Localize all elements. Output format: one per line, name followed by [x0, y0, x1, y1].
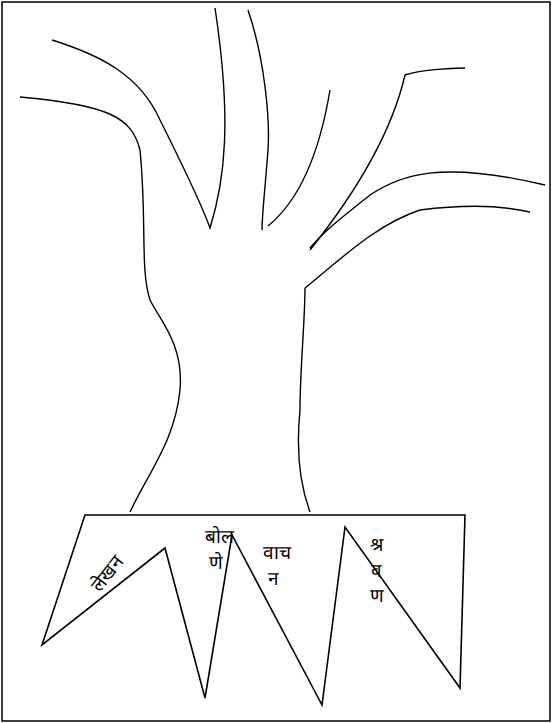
skill-label: श्रवण — [366, 532, 389, 609]
skill-label: वाचन — [263, 540, 286, 591]
branch-lower-right — [305, 206, 530, 288]
trunk-right-upper — [300, 288, 305, 410]
root-triangle: वाचन — [258, 540, 290, 591]
branch-right — [310, 172, 545, 248]
root-triangle: श्रवण — [360, 532, 394, 609]
skill-label: बोलणे — [205, 524, 228, 575]
root-triangle: बोलणे — [200, 524, 232, 575]
branch-center — [268, 90, 330, 226]
branch-middle — [248, 10, 268, 230]
roots-outline — [42, 515, 465, 705]
tree-trunk — [20, 8, 545, 512]
trunk-right — [298, 410, 310, 512]
branch-left — [52, 8, 225, 228]
trunk-left — [20, 97, 180, 512]
branch-upper-right — [310, 68, 465, 250]
